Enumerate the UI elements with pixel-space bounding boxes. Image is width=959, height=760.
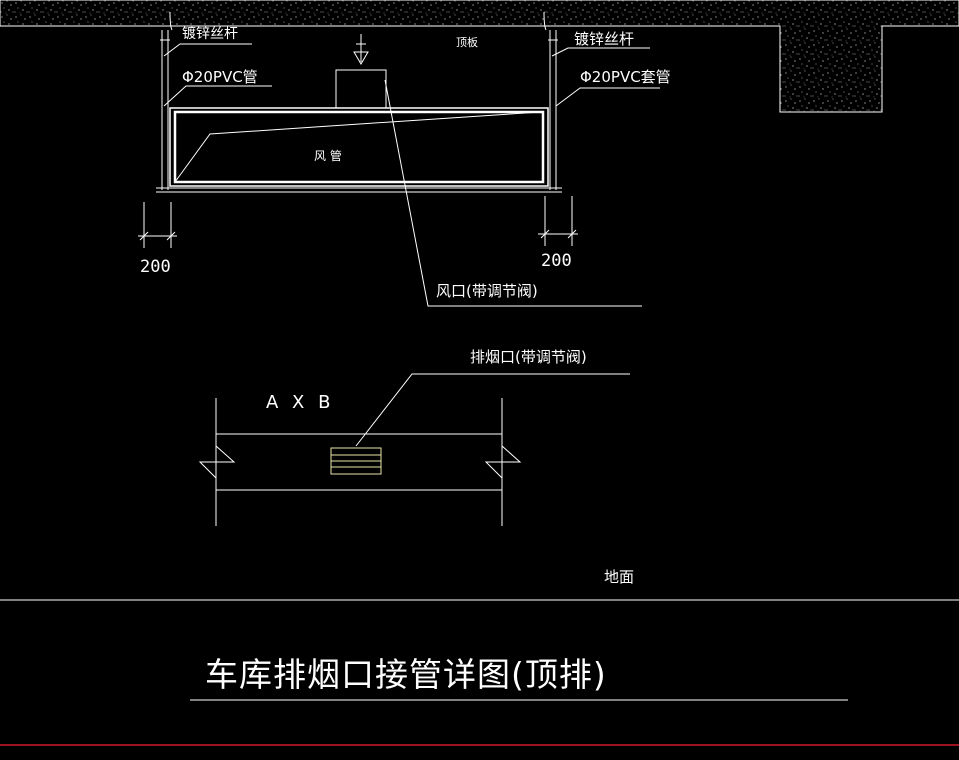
ceiling-slab: [0, 0, 959, 113]
duct: [156, 107, 562, 193]
hanger-rod-left-label: 镀锌丝杆: [182, 25, 238, 42]
air-outlet-label: 风口(带调节阀): [436, 282, 538, 300]
pvc-pipe-left-label: Φ20PVC管: [182, 68, 258, 86]
drawing-title: 车库排烟口接管详图(顶排): [205, 655, 607, 694]
leader-lines: [163, 43, 660, 447]
hanger-rod-right-label: 镀锌丝杆: [574, 30, 634, 48]
duct-section-lower: [198, 398, 522, 526]
dim-right-label: 200: [541, 251, 572, 271]
smoke-outlet-grille: [330, 447, 382, 475]
dimension-right: [538, 196, 578, 246]
dimension-left: [138, 202, 177, 248]
duct-label: 风 管: [314, 148, 342, 163]
smoke-outlet-label: 排烟口(带调节阀): [470, 348, 587, 366]
dim-left-label: 200: [140, 257, 171, 277]
hanger-rod-right: [543, 11, 558, 190]
duct-size-label: A X B: [266, 392, 334, 413]
hanger-rod-left: [160, 11, 173, 190]
ceiling-slab-label: 顶板: [456, 35, 478, 49]
air-outlet-box: [335, 34, 387, 109]
floor-label: 地面: [604, 568, 634, 586]
pvc-sleeve-right-label: Φ20PVC套管: [580, 68, 671, 86]
